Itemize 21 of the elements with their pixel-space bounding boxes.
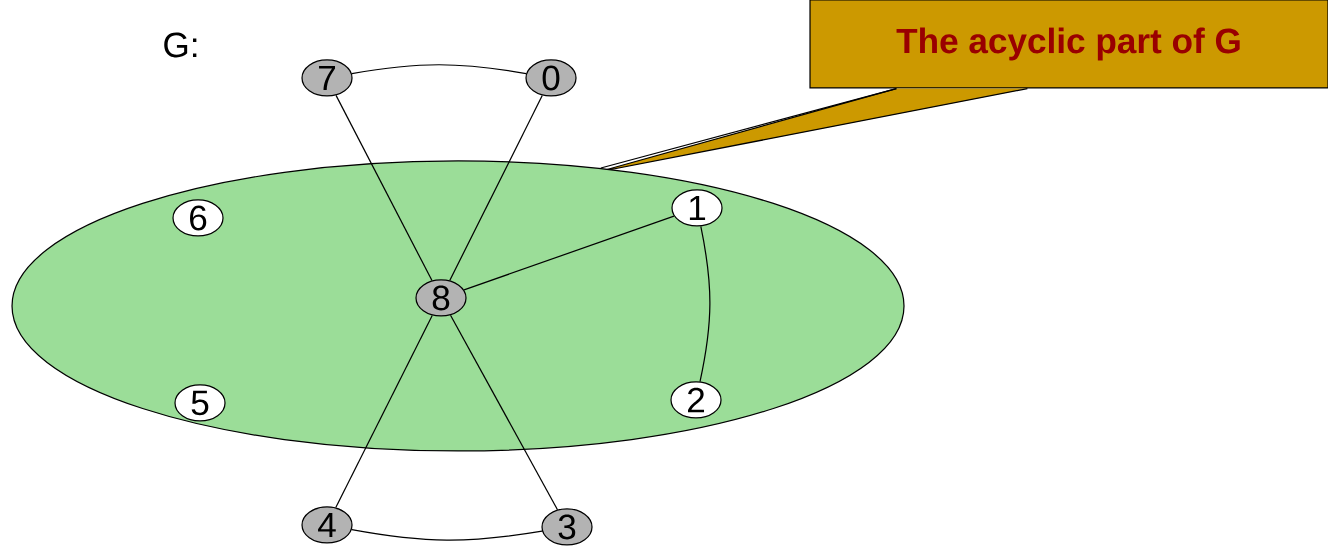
- graph-edge: [449, 94, 543, 282]
- callout-box: The acyclic part of G: [597, 0, 1328, 173]
- graph-vertex: 7: [301, 59, 353, 97]
- region-ellipse: [11, 160, 905, 452]
- graph-vertex: 4: [301, 506, 353, 544]
- graph-vertex: 3: [541, 508, 593, 546]
- graph-name: G:: [164, 32, 197, 58]
- graph-vertex: 6: [172, 199, 224, 237]
- graph-edge: [699, 225, 711, 383]
- graph-edge: [351, 528, 543, 541]
- graph-vertex: 8: [415, 279, 467, 317]
- graph-edge: [449, 314, 559, 511]
- graph-vertex: 0: [525, 59, 577, 97]
- graph-vertex: 1: [671, 189, 723, 227]
- graph-edge: [463, 215, 675, 291]
- graph-edge: [351, 64, 527, 75]
- graph-vertex: 2: [670, 381, 722, 419]
- graph-edge: [335, 314, 433, 509]
- graph-edge: [335, 94, 433, 282]
- graph-vertex: 5: [174, 384, 226, 422]
- leader-line: [600, 88, 897, 169]
